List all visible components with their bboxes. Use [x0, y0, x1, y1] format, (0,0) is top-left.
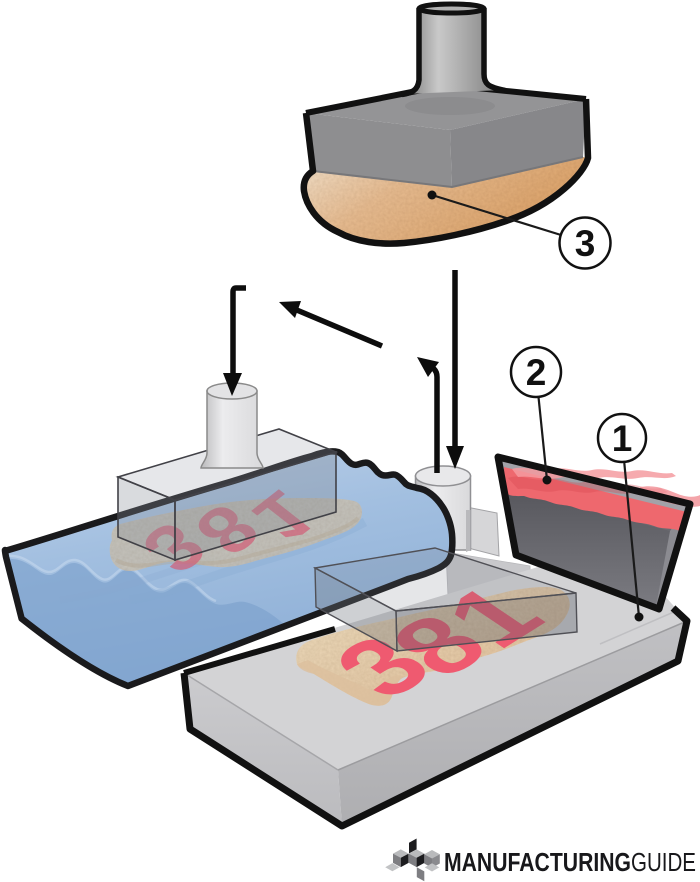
- svg-text:2: 2: [526, 352, 547, 393]
- svg-text:3: 3: [575, 223, 596, 264]
- svg-text:MANUFACTURING: MANUFACTURING: [444, 849, 631, 877]
- svg-text:GUIDE: GUIDE: [631, 849, 696, 877]
- svg-text:1: 1: [612, 418, 633, 459]
